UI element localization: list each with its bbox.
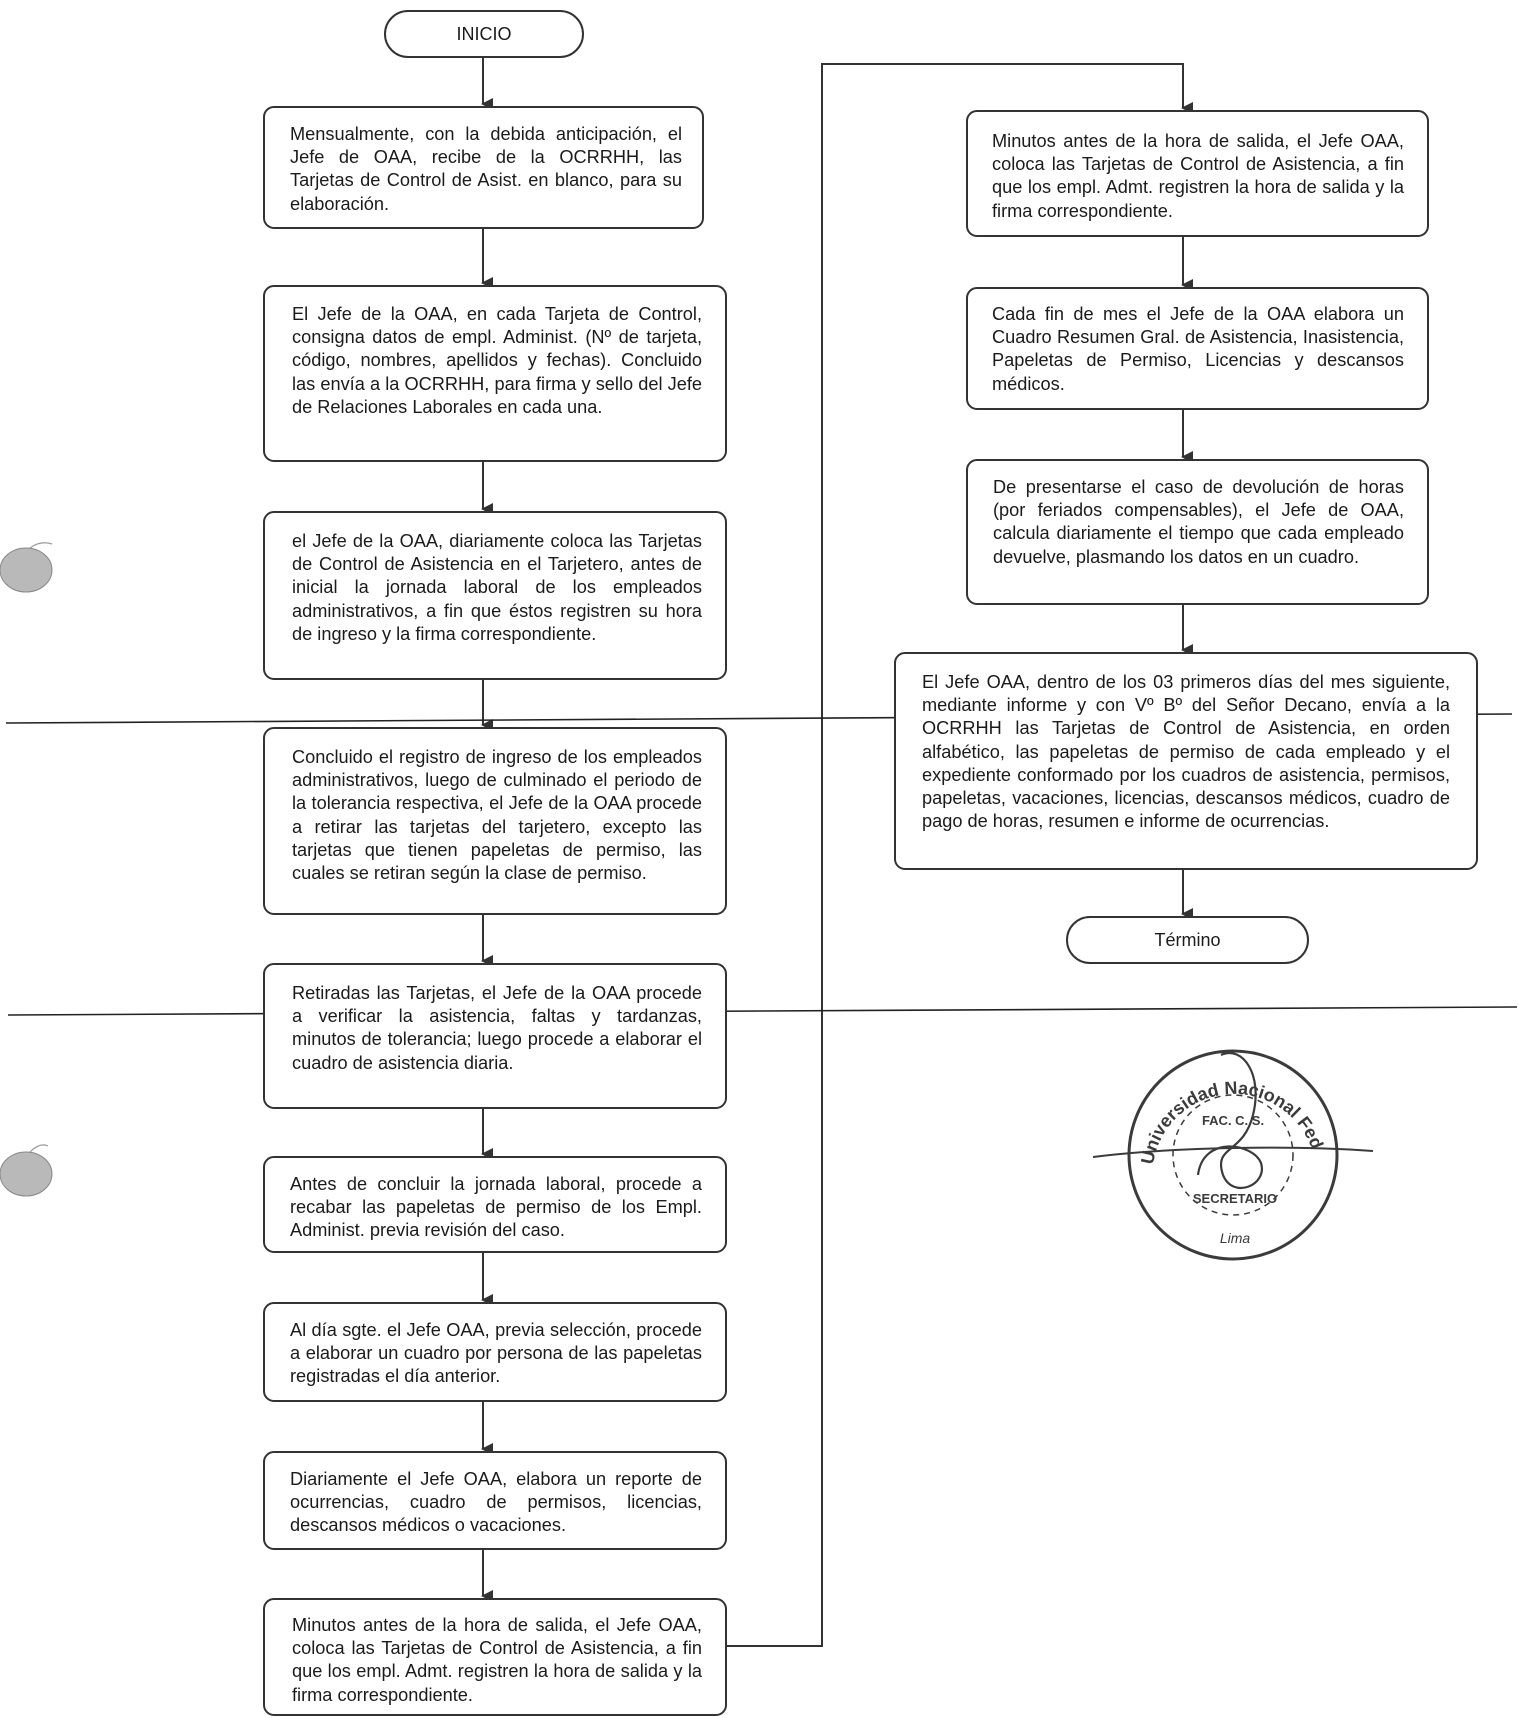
- step-text: El Jefe OAA, dentro de los 03 primeros d…: [922, 672, 1450, 832]
- seal-city-text: Lima: [1220, 1230, 1251, 1246]
- punch-hole-mark-top: [0, 542, 53, 593]
- step-text: Minutos antes de la hora de salida, el J…: [992, 131, 1404, 221]
- step-box: Al día sgte. el Jefe OAA, previa selecci…: [263, 1302, 727, 1402]
- step-text: Mensualmente, con la debida anticipación…: [290, 124, 682, 214]
- step-box: Mensualmente, con la debida anticipación…: [263, 106, 704, 229]
- step-box: Minutos antes de la hora de salida, el J…: [966, 110, 1429, 237]
- seal-bottom-text: SECRETARIO: [1193, 1191, 1277, 1206]
- step-text: el Jefe de la OAA, diariamente coloca la…: [292, 531, 702, 644]
- step-text: De presentarse el caso de devolución de …: [993, 477, 1404, 567]
- start-terminal: INICIO: [384, 10, 584, 58]
- seal-outer-ring: [1127, 1049, 1339, 1261]
- scan-line-bottom: [7, 1006, 1518, 1016]
- step-text: El Jefe de la OAA, en cada Tarjeta de Co…: [292, 304, 702, 417]
- punch-hole-mark-bottom: [0, 1144, 53, 1197]
- university-seal: Universidad Nacional Federico Villarreal…: [1093, 1035, 1373, 1261]
- seal-signature-stroke: [1093, 1146, 1373, 1158]
- step-box: Cada fin de mes el Jefe de la OAA elabor…: [966, 287, 1429, 410]
- step-text: Minutos antes de la hora de salida, el J…: [292, 1615, 702, 1705]
- step-text: Retiradas las Tarjetas, el Jefe de la OA…: [292, 983, 702, 1073]
- step-box: Concluido el registro de ingreso de los …: [263, 727, 727, 915]
- step-text: Antes de concluir la jornada laboral, pr…: [290, 1174, 702, 1241]
- step-text: Cada fin de mes el Jefe de la OAA elabor…: [992, 304, 1404, 394]
- step-text: Diariamente el Jefe OAA, elabora un repo…: [290, 1469, 702, 1536]
- step-box: Minutos antes de la hora de salida, el J…: [263, 1598, 727, 1716]
- end-terminal: Término: [1066, 916, 1309, 964]
- start-label: INICIO: [456, 23, 512, 44]
- step-box: El Jefe de la OAA, en cada Tarjeta de Co…: [263, 285, 727, 462]
- seal-inner-text: FAC. C. S.: [1202, 1113, 1264, 1128]
- step-box: Diariamente el Jefe OAA, elabora un repo…: [263, 1451, 727, 1550]
- seal-inner-ring: [1172, 1094, 1294, 1216]
- step-text: Al día sgte. el Jefe OAA, previa selecci…: [290, 1320, 702, 1387]
- step-box: el Jefe de la OAA, diariamente coloca la…: [263, 511, 727, 680]
- step-box: De presentarse el caso de devolución de …: [966, 459, 1429, 605]
- step-box: El Jefe OAA, dentro de los 03 primeros d…: [894, 652, 1478, 870]
- step-text: Concluido el registro de ingreso de los …: [292, 747, 702, 884]
- step-box: Retiradas las Tarjetas, el Jefe de la OA…: [263, 963, 727, 1109]
- connector-left-to-right-column: [727, 63, 1193, 1647]
- end-label: Término: [1154, 929, 1221, 950]
- step-box: Antes de concluir la jornada laboral, pr…: [263, 1156, 727, 1253]
- seal-signature: [1196, 1052, 1263, 1190]
